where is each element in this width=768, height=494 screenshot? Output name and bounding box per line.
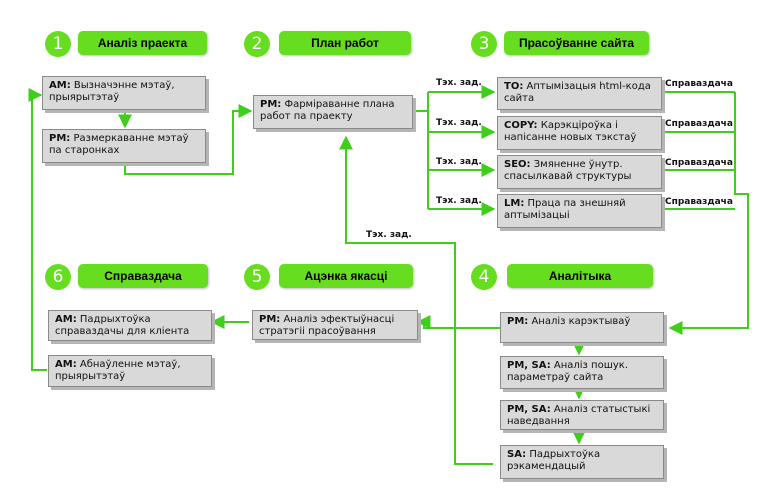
stage-4-number: 4 bbox=[471, 264, 497, 290]
box-pm-efficiency: PM: Аналіз эфектыўнасці стратэгіі прасоў… bbox=[252, 310, 418, 340]
task-text: Аптымізацыя html-кода сайта bbox=[504, 81, 651, 104]
task-text: Аналіз статыстыкі наведвання bbox=[507, 404, 651, 427]
role-label: PM, SA: bbox=[507, 404, 551, 415]
box-pm-markup: PM: Размеркаванне мэтаў па старонках bbox=[42, 129, 206, 163]
task-text: Аналіз эфектыўнасці стратэгіі прасоўванн… bbox=[259, 314, 395, 337]
connector-markup-to-plan bbox=[124, 104, 253, 175]
box-sa-recommend: SA: Падрыхтоўка рэкамендацый bbox=[500, 445, 664, 479]
edge-label-tech-task: Тэх. зад. bbox=[436, 118, 482, 128]
task-text: Карэкціроўка і напісанне новых тэкстаў bbox=[504, 120, 637, 143]
edge-label-tech-task: Тэх. зад. bbox=[436, 78, 482, 88]
box-pm-analysis: PM: Аналіз карэктываў bbox=[500, 312, 664, 343]
task-text: Падрыхтоўка справаздачы для кліента bbox=[55, 314, 190, 337]
task-text: Змяненне ўнутр. спасылкавай структуры bbox=[504, 159, 632, 182]
box-to-html: TO: Аптымізацыя html-кода сайта bbox=[497, 77, 662, 110]
box-lm-external: LM: Праца па знешняй аптымізацыі bbox=[497, 194, 662, 228]
task-text: Размеркаванне мэтаў па старонках bbox=[49, 133, 189, 156]
stage-6-title: Справаздача bbox=[78, 264, 208, 288]
edge-label-report: Справаздача bbox=[665, 158, 733, 168]
box-am-report: AM: Падрыхтоўка справаздачы для кліента bbox=[48, 310, 212, 341]
stage-3-number: 3 bbox=[471, 31, 497, 57]
role-label: COPY: bbox=[504, 120, 538, 131]
edge-label-report: Справаздача bbox=[665, 79, 733, 89]
connector-analysis-to-efficiency bbox=[416, 315, 500, 329]
role-label: PM: bbox=[260, 99, 282, 110]
stage-1-number: 1 bbox=[45, 31, 71, 57]
box-am-update: AM: Абнаўленне мэтаў, прыярытэтаў bbox=[48, 355, 212, 387]
connector-reports-to-analysis bbox=[668, 92, 749, 335]
stage-6-number: 6 bbox=[45, 264, 71, 290]
stage-5-number: 5 bbox=[244, 264, 270, 290]
box-pm-sa-stats: PM, SA: Аналіз статыстыкі наведвання bbox=[500, 400, 664, 430]
role-label: LM: bbox=[504, 198, 525, 209]
connector-update-to-goals bbox=[28, 88, 47, 371]
role-label: AM: bbox=[49, 80, 71, 91]
role-label: PM, SA: bbox=[507, 360, 551, 371]
role-label: PM: bbox=[259, 314, 281, 325]
task-text: Фарміраванне плана работ па праекту bbox=[260, 99, 395, 122]
task-text: Аналіз пошук. параметраў сайта bbox=[507, 360, 628, 383]
role-label: AM: bbox=[55, 359, 77, 370]
task-text: Абнаўленне мэтаў, прыярытэтаў bbox=[55, 359, 181, 382]
connector-feedback-to-plan bbox=[339, 135, 493, 465]
box-pm-plan: PM: Фарміраванне плана работ па праекту bbox=[253, 95, 413, 129]
task-text: Падрыхтоўка рэкамендацый bbox=[507, 449, 601, 472]
stage-3-title: Прасоўванне сайта bbox=[504, 31, 649, 55]
box-seo-links: SEO: Змяненне ўнутр. спасылкавай структу… bbox=[497, 155, 662, 189]
stage-5-title: Ацэнка якасці bbox=[279, 264, 413, 288]
role-label: AM: bbox=[55, 314, 77, 325]
edge-label-tech-task: Тэх. зад. bbox=[436, 157, 482, 167]
stage-1-title: Аналіз праекта bbox=[78, 31, 207, 55]
box-pm-sa-search: PM, SA: Аналіз пошук. параметраў сайта bbox=[500, 356, 664, 389]
edge-label-tech-task: Тэх. зад. bbox=[366, 230, 412, 240]
stage-2-title: План работ bbox=[279, 31, 411, 55]
box-am-goals: AM: Вызначэнне мэтаў, прыярытэтаў bbox=[42, 76, 206, 110]
role-label: PM: bbox=[507, 316, 529, 327]
stage-4-title: Аналітыка bbox=[507, 264, 653, 288]
task-text: Вызначэнне мэтаў, прыярытэтаў bbox=[49, 80, 175, 103]
edge-label-tech-task: Тэх. зад. bbox=[436, 196, 482, 206]
task-text: Аналіз карэктываў bbox=[531, 316, 631, 327]
role-label: SA: bbox=[507, 449, 527, 460]
edge-label-report: Справаздача bbox=[665, 197, 733, 207]
edge-label-report: Справаздача bbox=[665, 119, 733, 129]
box-copy-text: COPY: Карэкціроўка і напісанне новых тэк… bbox=[497, 116, 662, 150]
task-text: Праца па знешняй аптымізацыі bbox=[504, 198, 626, 221]
role-label: SEO: bbox=[504, 159, 531, 170]
stage-2-number: 2 bbox=[244, 31, 270, 57]
role-label: TO: bbox=[504, 81, 524, 92]
role-label: PM: bbox=[49, 133, 71, 144]
